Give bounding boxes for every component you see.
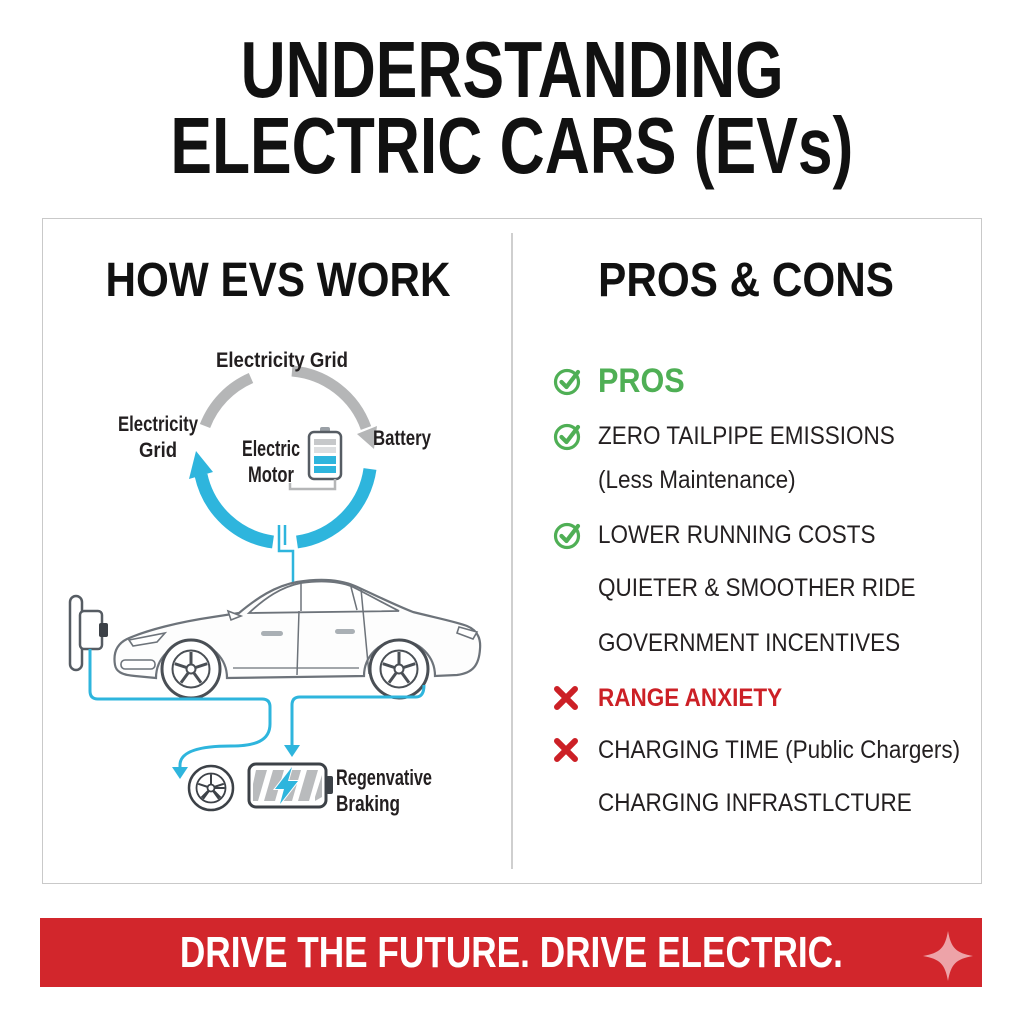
cycle-arc-gray <box>199 365 377 449</box>
car-door-handle-front <box>261 631 283 636</box>
cycle-label-top: Electricity Grid <box>216 349 348 372</box>
how-evs-work-diagram: Electricity Grid Electricity Grid Batter… <box>68 349 482 816</box>
list-item: PROS <box>552 361 972 401</box>
list-item: LOWER RUNNING COSTS <box>552 515 972 555</box>
list-item-label: GOVERNMENT INCENTIVES <box>598 628 901 657</box>
car-taillight <box>455 626 479 640</box>
car-mirror <box>226 609 244 622</box>
regen-wheel-icon <box>187 764 235 812</box>
list-item: CHARGING INFRASTLCTURE <box>552 783 972 823</box>
cycle-label-left-line1: Electricity <box>118 413 198 436</box>
list-item-label: ZERO TAILPIPE EMISSIONS <box>598 421 895 450</box>
down-arrowhead-icon <box>172 767 188 779</box>
check-circle-icon <box>553 423 581 451</box>
blue-arrowhead-icon <box>189 451 213 479</box>
column-divider <box>511 233 513 869</box>
down-arrowhead-icon <box>284 745 300 757</box>
car-window-band <box>246 580 400 614</box>
regen-label-line2: Braking <box>336 791 400 816</box>
list-item-label: CHARGING INFRASTLCTURE <box>598 788 912 817</box>
sparkle-icon <box>923 931 973 981</box>
page-title: UNDERSTANDING ELECTRIC CARS (EVs) <box>0 25 1024 190</box>
list-item-label: (Less Maintenance) <box>598 465 796 494</box>
list-item: (Less Maintenance) <box>552 460 972 500</box>
check-circle-icon <box>553 522 581 550</box>
cycle-label-right: Battery <box>373 427 431 450</box>
cycle-label-left-line2: Grid <box>139 439 177 462</box>
check-circle-icon <box>553 368 581 396</box>
how-evs-work-heading: HOW EVS WORK <box>105 254 450 307</box>
banner-text: DRIVE THE FUTURE. DRIVE ELECTRIC. <box>179 927 843 977</box>
regen-battery-icon <box>247 762 333 809</box>
list-item-label: CHARGING TIME (Public Chargers) <box>598 735 961 764</box>
list-item: ZERO TAILPIPE EMISSIONS <box>552 416 972 456</box>
list-item: GOVERNMENT INCENTIVES <box>552 623 972 663</box>
page-title-line2: ELECTRIC CARS (EVs) <box>170 101 854 190</box>
gray-arrowhead-icon <box>357 426 377 449</box>
pros-cons-section: PROS & CONS PROS ZERO TAILPIPE EMISSIONS <box>512 219 981 883</box>
cycle-label-center-line2: Motor <box>248 462 294 487</box>
list-item-label: RANGE ANXIETY <box>598 683 783 712</box>
list-item: RANGE ANXIETY <box>552 678 972 718</box>
regen-label-line1: Regenvative <box>336 765 432 790</box>
car-rear-wheel-icon <box>368 638 430 700</box>
lightning-bolt-icon <box>272 766 301 805</box>
cross-icon <box>554 738 578 762</box>
list-item-label: QUIETER & SMOOTHER RIDE <box>598 573 916 602</box>
car-door-handle-rear <box>335 629 355 634</box>
pros-cons-list: PROS ZERO TAILPIPE EMISSIONS (Less Maint… <box>552 361 972 823</box>
flow-cables <box>88 649 426 769</box>
cycle-arc-blue <box>189 451 377 549</box>
how-evs-work-section: HOW EVS WORK <box>43 219 512 883</box>
car-front-wheel-icon <box>160 638 222 700</box>
pros-cons-heading: PROS & CONS <box>598 254 895 307</box>
footer-banner: DRIVE THE FUTURE. DRIVE ELECTRIC. <box>40 918 982 987</box>
list-item: CHARGING TIME (Public Chargers) <box>552 730 972 770</box>
page-title-line1: UNDERSTANDING <box>240 25 784 114</box>
content-panel: HOW EVS WORK <box>42 218 982 884</box>
car-grille <box>120 659 156 670</box>
car-headlight <box>127 631 168 647</box>
list-item: QUIETER & SMOOTHER RIDE <box>552 568 972 608</box>
charging-station-icon <box>68 594 108 672</box>
cross-icon <box>554 686 578 710</box>
list-item-label: PROS <box>598 361 685 400</box>
cycle-label-center-line1: Electric <box>242 436 300 461</box>
battery-vertical-icon <box>288 427 343 491</box>
list-item-label: LOWER RUNNING COSTS <box>598 520 876 549</box>
